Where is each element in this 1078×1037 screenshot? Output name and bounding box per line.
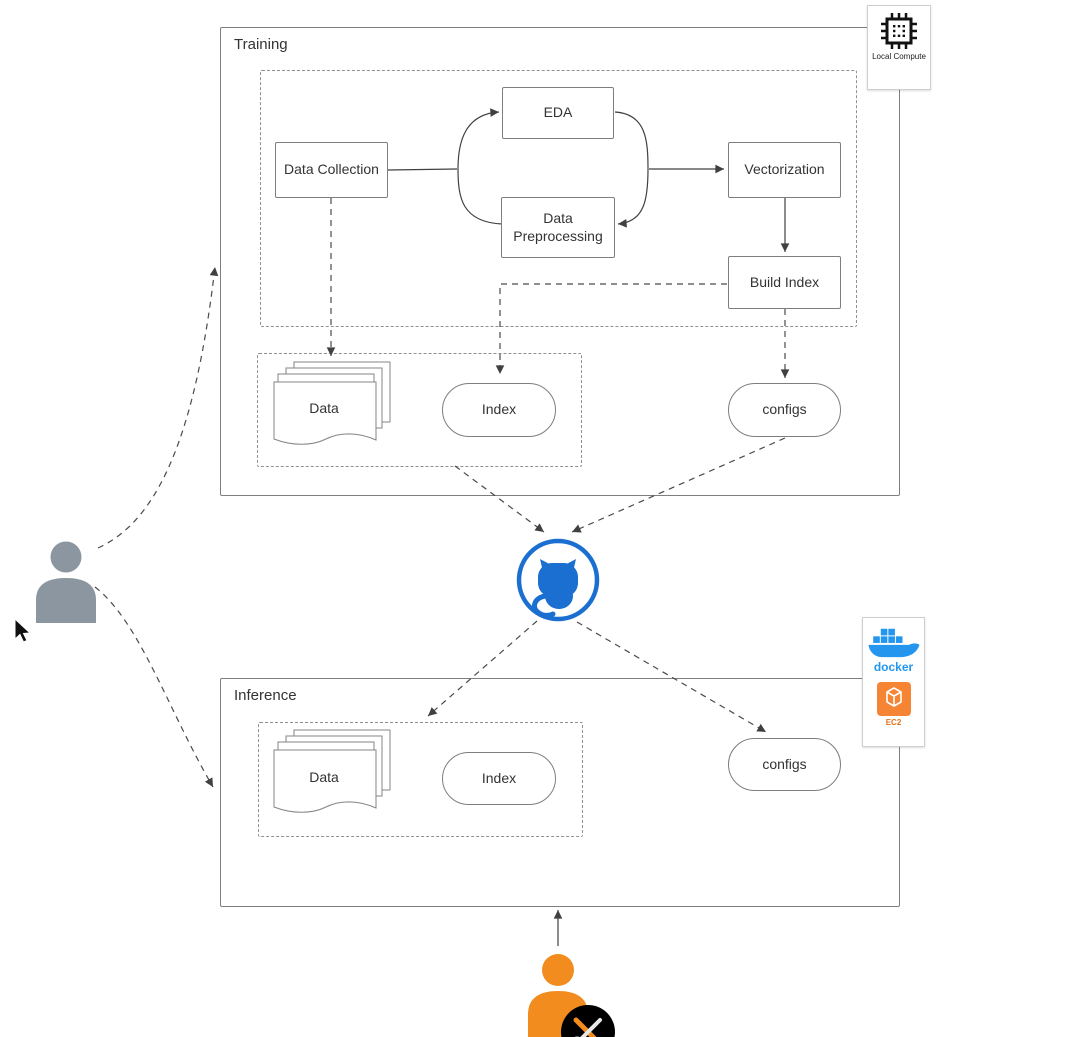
node-data-collection-label: Data Collection: [284, 161, 379, 178]
training-configs-label: configs: [762, 401, 807, 418]
node-eda: EDA: [502, 87, 614, 139]
engineer-icon: [528, 954, 615, 1037]
node-vectorization-label: Vectorization: [744, 161, 825, 178]
node-vectorization: Vectorization: [728, 142, 841, 198]
tools-badge-icon: [561, 1005, 615, 1037]
inference-data-document-icon: [273, 729, 391, 813]
edge-user-inference: [94, 586, 214, 788]
docker-wordmark: docker: [873, 660, 914, 674]
ec2-icon: [876, 682, 911, 716]
training-container: [220, 27, 900, 496]
edge-user-training: [97, 266, 219, 549]
inference-storage-group: [258, 722, 583, 837]
training-data-label: Data: [309, 400, 339, 416]
mouse-cursor-icon: [14, 618, 32, 643]
inference-index-node: Index: [442, 752, 556, 805]
local-compute-label: Local Compute: [872, 52, 926, 61]
local-compute-card: Local Compute: [867, 5, 931, 90]
user-icon: [36, 541, 96, 623]
inference-configs-label: configs: [762, 755, 807, 772]
node-build-index: Build Index: [728, 256, 841, 309]
docker-whale-icon: [868, 628, 919, 658]
inference-index-label: Index: [481, 769, 517, 786]
deployment-stack-card: docker EC2: [862, 617, 925, 747]
node-data-preprocessing: Data Preprocessing: [501, 197, 615, 258]
training-storage-group: [257, 353, 582, 467]
chip-icon: [881, 13, 917, 49]
inference-container: [220, 678, 900, 907]
node-build-index-label: Build Index: [749, 273, 820, 290]
node-data-preprocessing-label: Data Preprocessing: [513, 210, 603, 244]
inference-data-label: Data: [309, 769, 339, 785]
training-index-node: Index: [442, 383, 556, 437]
node-data-collection: Data Collection: [275, 142, 388, 198]
training-title: Training: [234, 36, 288, 53]
training-configs-node: configs: [728, 383, 841, 437]
inference-title: Inference: [234, 687, 297, 704]
github-icon: [516, 538, 600, 622]
ec2-label: EC2: [885, 718, 902, 727]
training-index-label: Index: [481, 401, 517, 418]
training-data-document-icon: [273, 361, 391, 445]
node-eda-label: EDA: [543, 104, 573, 121]
inference-configs-node: configs: [728, 738, 841, 791]
